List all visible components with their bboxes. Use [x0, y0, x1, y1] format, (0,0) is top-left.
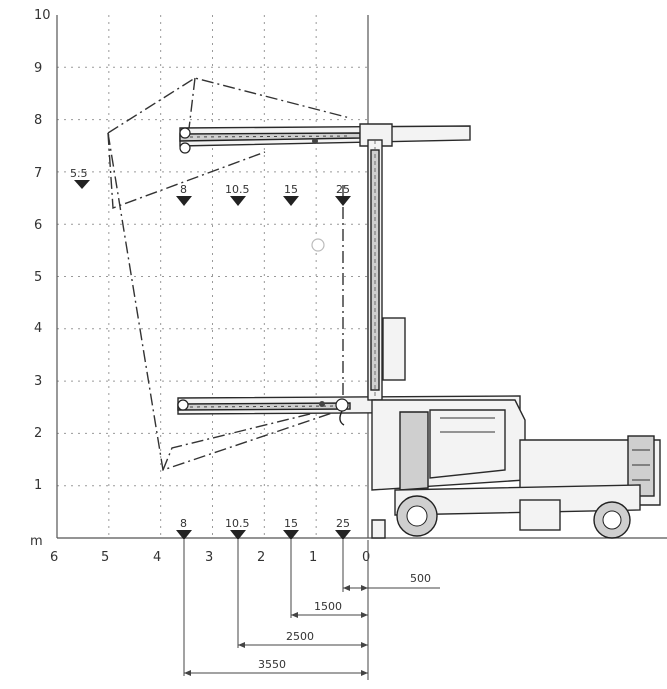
dimension-500: 500 [343, 572, 440, 591]
dimension-1500: 1500 [291, 600, 368, 618]
lower-load-label-10-5: 10.5 [225, 517, 250, 530]
carrier-vehicle [371, 399, 661, 539]
dimension-label-2500: 2500 [286, 630, 314, 643]
y-tick-7: 7 [34, 166, 42, 181]
y-axis: 10 9 8 7 6 5 4 3 2 1 m [30, 8, 51, 549]
y-tick-2: 2 [34, 426, 42, 441]
y-axis-unit: m [30, 534, 43, 549]
reach-envelope [107, 77, 351, 471]
y-tick-5: 5 [34, 270, 42, 285]
x-tick-0: 0 [362, 550, 370, 565]
lower-load-marker-8: 8 [176, 517, 192, 540]
upper-load-marker-5-5: 5.5 [70, 167, 90, 189]
y-tick-8: 8 [34, 113, 42, 128]
x-tick-1: 1 [309, 550, 317, 565]
upper-load-marker-15: 15 [283, 183, 299, 206]
y-tick-4: 4 [34, 321, 42, 336]
upper-load-label-8: 8 [180, 183, 187, 196]
upper-load-label-10-5: 10.5 [225, 183, 250, 196]
x-tick-4: 4 [153, 550, 161, 565]
upper-load-markers: 5.5 8 10.5 15 25 [70, 167, 351, 206]
upper-load-marker-8: 8 [176, 183, 192, 206]
dimension-3550: 3550 [184, 658, 368, 676]
upper-load-label-15: 15 [284, 183, 298, 196]
upper-load-marker-10-5: 10.5 [225, 183, 250, 206]
lower-load-label-8: 8 [180, 517, 187, 530]
mast-hook-ghost [311, 238, 325, 252]
lower-load-label-25: 25 [336, 517, 350, 530]
grid [57, 15, 368, 538]
upper-load-label-25: 25 [336, 183, 350, 196]
x-tick-6: 6 [50, 550, 58, 565]
upper-boom [179, 123, 471, 154]
y-tick-3: 3 [34, 374, 42, 389]
x-axis: 6 5 4 3 2 1 0 [50, 550, 370, 565]
x-tick-2: 2 [257, 550, 265, 565]
y-tick-9: 9 [34, 61, 42, 76]
dimension-lines: 500 1500 2500 3550 [183, 540, 440, 680]
lower-load-marker-25: 25 [335, 517, 351, 540]
x-tick-3: 3 [205, 550, 213, 565]
y-tick-10: 10 [34, 8, 51, 23]
y-tick-6: 6 [34, 218, 42, 233]
x-tick-5: 5 [101, 550, 109, 565]
lower-load-label-15: 15 [284, 517, 298, 530]
lower-load-marker-10-5: 10.5 [225, 517, 250, 540]
upper-load-label-5-5: 5.5 [70, 167, 88, 180]
upper-boom-tip-pulley [179, 127, 191, 139]
mast [311, 139, 406, 401]
y-tick-1: 1 [34, 478, 42, 493]
dimension-label-1500: 1500 [314, 600, 342, 613]
dimension-2500: 2500 [238, 630, 368, 648]
dimension-label-3550: 3550 [258, 658, 286, 671]
upper-load-marker-25: 25 [335, 183, 351, 206]
dimension-label-500: 500 [410, 572, 431, 585]
lower-load-markers: 8 10.5 15 25 [176, 517, 351, 540]
lower-load-marker-15: 15 [283, 517, 299, 540]
